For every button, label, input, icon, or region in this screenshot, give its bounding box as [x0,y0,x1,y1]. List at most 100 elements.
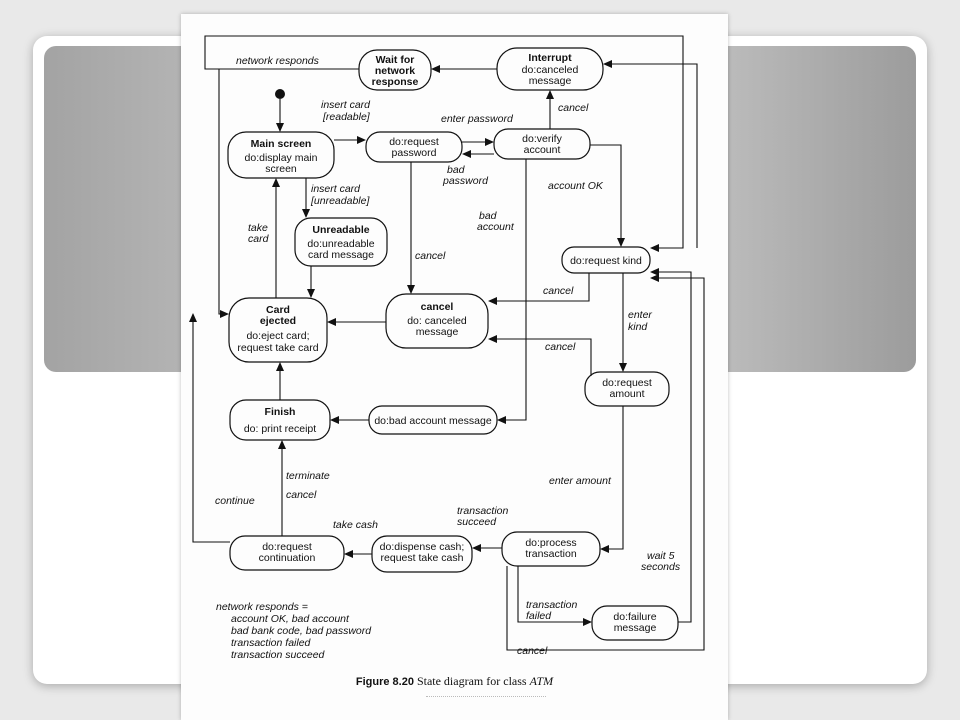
arrow-continuation-loop [189,313,230,543]
label-enter-amount: enter amount [549,475,612,487]
wait-title-3: response [372,76,419,88]
label-bad-account-1: bad [479,210,498,222]
label-continue: continue [215,495,255,507]
label-cancel-password: cancel [415,250,446,262]
state-request-password [365,131,463,163]
unreadable-activity-1: do:unreadable [307,238,374,250]
main-activity-1: do:display main [245,152,318,164]
transition-arrows [189,35,705,651]
label-cancel-finish: cancel [286,489,317,501]
state-failure-message [591,605,679,641]
wait-title-1: Wait for [376,54,415,66]
label-transaction-succeed-2: succeed [457,516,497,528]
label-enter-password: enter password [441,113,514,125]
ejected-title-2: ejected [260,315,296,327]
continuation-activity-1: do:request [262,541,312,553]
main-title: Main screen [251,138,312,150]
label-cancel-kind: cancel [543,285,574,297]
dispense-activity-2: request take cash [381,552,464,564]
arrow-process-cancel-loop [506,274,705,651]
figure-class-name: ATM [529,674,554,688]
password-activity-1: do:request [389,136,439,148]
state-request-kind [561,246,651,274]
label-enter-kind-2: kind [628,321,648,333]
state-unreadable [294,217,388,267]
badaccount-activity: do:bad account message [374,415,491,427]
note-line-1: network responds = [216,601,308,613]
label-insert-unreadable-2: [unreadable] [310,195,370,207]
state-cancel [385,293,489,349]
unreadable-title: Unreadable [312,224,369,236]
note-line-5: transaction succeed [231,649,326,661]
figure-number: Figure 8.20 [355,676,414,688]
interrupt-activity-2: message [529,75,572,87]
state-request-amount [584,371,670,407]
continuation-activity-2: continuation [259,552,316,564]
atm-state-diagram: Wait for network response Interrupt do:c… [189,35,705,661]
label-wait-5-1: wait 5 [647,550,675,562]
arrow-failure-kind [650,268,692,623]
arrow-wait-cardejected [204,35,684,252]
cancel-activity-1: do: canceled [407,315,467,327]
label-insert-readable-1: insert card [321,99,371,111]
process-activity-1: do:process [525,537,576,549]
label-insert-readable-2: [readable] [322,111,371,123]
label-terminate: terminate [286,470,330,482]
arrow-kind-cancel [488,273,590,305]
verify-activity-2: account [524,144,561,156]
state-main-screen [227,131,335,179]
label-transaction-failed-2: failed [526,610,552,622]
label-insert-unreadable-1: insert card [311,183,361,195]
label-network-responds: network responds [236,55,320,67]
amount-activity-2: amount [609,388,644,400]
cancel-activity-2: message [416,326,459,338]
failure-activity-1: do:failure [613,611,656,623]
label-bad-account-2: account [477,221,515,233]
label-enter-kind-1: enter [628,309,652,321]
label-transaction-failed-1: transaction [526,599,578,611]
label-take-cash: take cash [333,519,378,531]
password-activity-2: password [392,147,437,159]
failure-activity-2: message [614,622,657,634]
dispense-activity-1: do:dispense cash; [380,541,465,553]
process-activity-2: transaction [525,548,577,560]
cancel-title: cancel [421,301,454,313]
label-wait-5-2: seconds [641,561,681,573]
interrupt-title: Interrupt [528,52,572,64]
unreadable-activity-2: card message [308,249,374,261]
note-line-4: transaction failed [231,637,312,649]
figure-caption: Figure 8.20 State diagram for class ATM [181,674,728,689]
label-bad-password-1: bad [447,164,466,176]
wait-title-2: network [375,65,415,77]
main-activity-2: screen [265,163,297,175]
state-verify-account [493,128,591,160]
kind-activity: do:request kind [570,255,642,267]
ejected-activity-1: do:eject card; [246,330,309,342]
note-line-2: account OK, bad account [231,613,350,625]
label-transaction-succeed-1: transaction [457,505,509,517]
ejected-title-1: Card [266,304,290,316]
figure-caption-text: State diagram for class [416,674,527,688]
label-take-card-1: take [248,222,268,234]
finish-title: Finish [265,406,296,418]
scanned-figure-page: Wait for network response Interrupt do:c… [181,14,728,720]
verify-activity-1: do:verify [522,133,562,145]
label-cancel-amount: cancel [545,341,576,353]
label-cancel-interrupt: cancel [558,102,589,114]
label-account-ok: account OK [548,180,604,192]
arrow-verify-badaccount [497,159,527,424]
interrupt-activity-1: do:canceled [522,64,579,76]
arrow-kind-interrupt [603,60,698,248]
caption-underline [426,696,546,700]
finish-activity: do: print receipt [244,423,316,435]
arrow-process-failure [517,566,592,626]
label-bad-password-2: password [442,175,489,187]
label-cancel-bottom: cancel [517,645,548,657]
arrow-verify-kind [590,144,625,247]
arrow-frame-left [218,69,229,318]
arrow-amount-cancel [488,335,592,376]
label-take-card-2: card [248,233,270,245]
initial-state-dot [275,89,285,99]
amount-activity-1: do:request [602,377,652,389]
ejected-activity-2: request take card [237,342,318,354]
